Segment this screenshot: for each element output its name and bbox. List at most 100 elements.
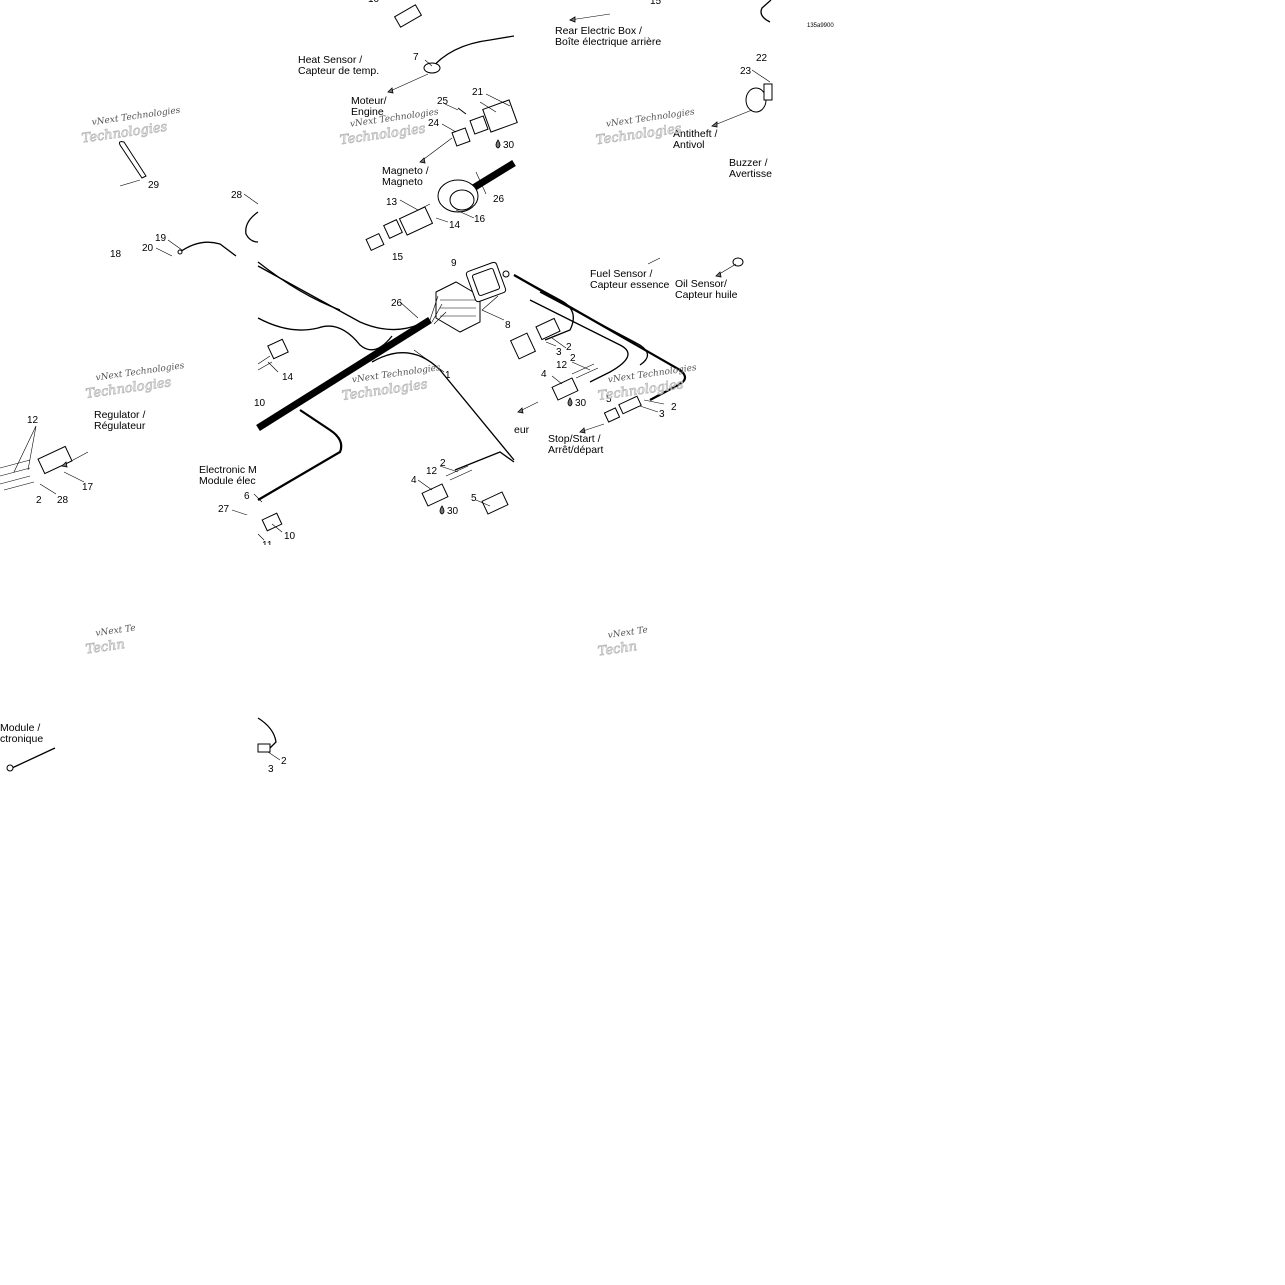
magneto-label-fr: Magneto — [382, 176, 423, 188]
connector-21 — [482, 99, 518, 133]
buzzer-label-fr: Avertisse — [729, 168, 772, 180]
wire-module-28 — [245, 211, 259, 243]
tile-gaps — [0, 515, 775, 715]
pins-12-right — [571, 363, 599, 379]
part-number: 19 — [155, 233, 167, 244]
watermark: vNext Technologies Technologies — [597, 363, 698, 404]
connector-14 — [383, 219, 403, 239]
connector-top-10 — [393, 4, 423, 28]
svg-text:Techn: Techn — [597, 639, 638, 659]
part-number: 28 — [231, 190, 243, 201]
part-number: 3 — [268, 764, 274, 775]
part-number: 23 — [740, 66, 752, 77]
part-number: 6 — [244, 491, 250, 502]
fuel-sensor-label-fr: Capteur essence — [590, 279, 670, 291]
module-fragment-part — [6, 764, 14, 772]
connector-2-3-mid — [509, 332, 537, 360]
connector-frame-9-inner — [471, 267, 501, 297]
part-number: 28 — [57, 495, 69, 506]
droplet-30-b — [567, 397, 573, 407]
rear-electric-box-label: Rear Electric Box / — [555, 25, 642, 37]
part-number: 17 — [82, 482, 94, 493]
tie-strap-29 — [118, 141, 147, 179]
part-number: 14 — [282, 372, 294, 383]
oil-sensor-label: Oil Sensor/ — [675, 278, 727, 290]
part-number: 9 — [451, 258, 457, 269]
watermark: vNext Technologies Technologies — [84, 361, 185, 402]
antitheft-connector-22 — [763, 83, 773, 101]
wire-left-loop-1 — [257, 265, 421, 331]
wire-right-run-3 — [529, 299, 629, 383]
engine-label-en: Engine — [351, 106, 384, 118]
part-number: 1 — [445, 370, 451, 381]
document-code: 135a9900 — [807, 23, 834, 29]
stop-start-label-fr: Arrêt/départ — [548, 444, 604, 456]
connector-3-right — [618, 395, 642, 415]
heat-sensor-ring-7 — [423, 62, 441, 74]
wire-stop-start-lower — [371, 352, 515, 461]
wire-heat-sensor — [429, 35, 515, 71]
connector-10-lower — [261, 512, 283, 532]
connector-2-3-upper — [535, 317, 561, 341]
electronic-module-label-fr: Module élec — [199, 475, 256, 487]
part-number-30: 30 — [503, 140, 515, 151]
part-number-30: 30 — [447, 506, 459, 517]
magneto-label: Magneto / — [382, 165, 429, 177]
module-fragment-label-fr: ctronique — [0, 733, 43, 745]
leader-lines — [13, 13, 771, 761]
watermark: vNext Te Techn — [597, 625, 649, 659]
part-number: 2 — [570, 353, 576, 364]
part-numbers: 10 15 7 21 25 24 30 26 13 16 14 15 29 28… — [27, 0, 768, 775]
connector-13 — [398, 206, 434, 236]
connector-14-left — [267, 338, 289, 360]
part-number: 25 — [437, 96, 449, 107]
engine-label: Moteur/ — [351, 95, 387, 107]
svg-text:vNext Te: vNext Te — [95, 623, 136, 639]
antitheft-label-fr: Antivol — [673, 139, 705, 151]
part-number: 2 — [281, 756, 287, 767]
connector-4-lower — [421, 483, 449, 507]
connector-4-right — [551, 377, 579, 401]
regulator-connector-17 — [37, 445, 73, 475]
pins-12-lower — [445, 465, 473, 481]
part-number: 7 — [413, 52, 419, 63]
heat-sensor-label-fr: Capteur de temp. — [298, 65, 379, 77]
part-number: 14 — [449, 220, 461, 231]
wire-left-loop-2 — [257, 317, 393, 351]
oil-sensor-label-fr: Capteur huile — [675, 289, 738, 301]
part-number: 10 — [368, 0, 380, 5]
part-number: 2 — [440, 458, 446, 469]
part-number: 4 — [411, 475, 417, 486]
regulator-label-fr: Régulateur — [94, 420, 146, 432]
part-number: 10 — [284, 531, 296, 542]
svg-text:vNext Te: vNext Te — [607, 625, 648, 641]
regulator-pins — [0, 459, 35, 491]
part-number-30: 30 — [575, 398, 587, 409]
watermark: vNext Technologies Technologies — [80, 106, 181, 147]
part-number: 5 — [606, 394, 612, 405]
seal-24 — [469, 115, 489, 135]
part-number: 15 — [392, 252, 404, 263]
part-number: 2 — [566, 342, 572, 353]
part-number: 26 — [391, 298, 403, 309]
part-19-20 — [177, 249, 183, 255]
wire-rear-box — [760, 0, 772, 23]
part-number: 18 — [110, 249, 122, 260]
callout-labels: Heat Sensor / Capteur de temp. Moteur/ E… — [0, 23, 834, 745]
rear-electric-box-label-fr: Boîte électrique arrière — [555, 36, 661, 48]
screw-25 — [457, 107, 467, 115]
main-harness-trunk — [256, 317, 432, 431]
part-number: 21 — [472, 87, 484, 98]
part-number: 2 — [36, 495, 42, 506]
part-number: 4 — [541, 369, 547, 380]
antitheft-connector-23 — [745, 87, 767, 113]
part-number: 16 — [474, 214, 486, 225]
connector-24 — [451, 127, 471, 147]
part-number: 24 — [428, 118, 440, 129]
regulator-label: Regulator / — [94, 409, 145, 421]
eur-fragment-label: eur — [514, 424, 530, 436]
stop-start-label: Stop/Start / — [548, 433, 601, 445]
wire-19-20 — [179, 241, 237, 257]
fuel-sensor-label: Fuel Sensor / — [590, 268, 653, 280]
antitheft-label: Antitheft / — [673, 128, 717, 140]
